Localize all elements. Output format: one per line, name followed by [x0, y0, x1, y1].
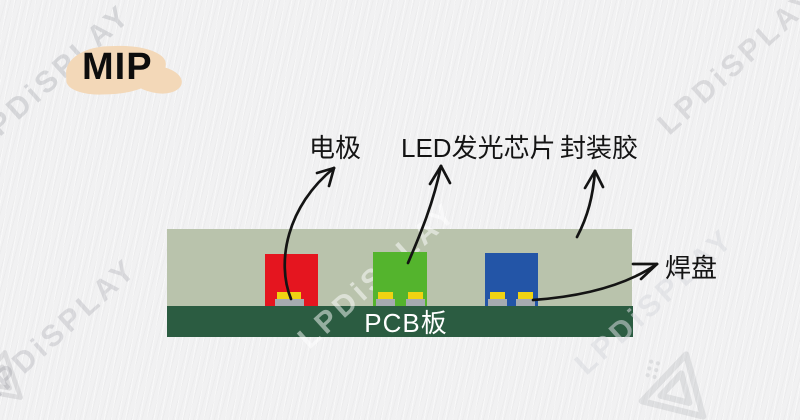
arrow-to-encapsulant: [575, 169, 605, 239]
label-electrode: 电极: [309, 133, 362, 163]
pcb-board: PCB板: [167, 306, 633, 338]
label-encapsulant: 封装胶: [560, 133, 639, 163]
pcb-board-label: PCB板: [364, 308, 448, 338]
label-led-chip: LED发光芯片: [401, 133, 556, 163]
brand-logo-watermark-icon: [638, 351, 707, 420]
electrode-pad: [518, 292, 533, 299]
watermark-text: LPDiSPLAY: [651, 0, 800, 142]
label-solder-pad: 焊盘: [665, 253, 718, 283]
electrode-pad: [378, 292, 393, 299]
solder-pad: [275, 299, 304, 306]
electrode-pad: [490, 292, 505, 299]
solder-pad: [516, 299, 535, 306]
electrode-pad: [277, 292, 301, 299]
page-title: MIP: [82, 46, 153, 88]
electrode-pad: [408, 292, 423, 299]
solder-pad: [488, 299, 507, 306]
solder-pad: [376, 299, 395, 306]
brand-logo-watermark-icon: [0, 350, 23, 400]
watermark-text: LPDiSPLAY: [0, 251, 144, 412]
solder-pad: [406, 299, 425, 306]
logo-dot-grid: [645, 359, 661, 380]
